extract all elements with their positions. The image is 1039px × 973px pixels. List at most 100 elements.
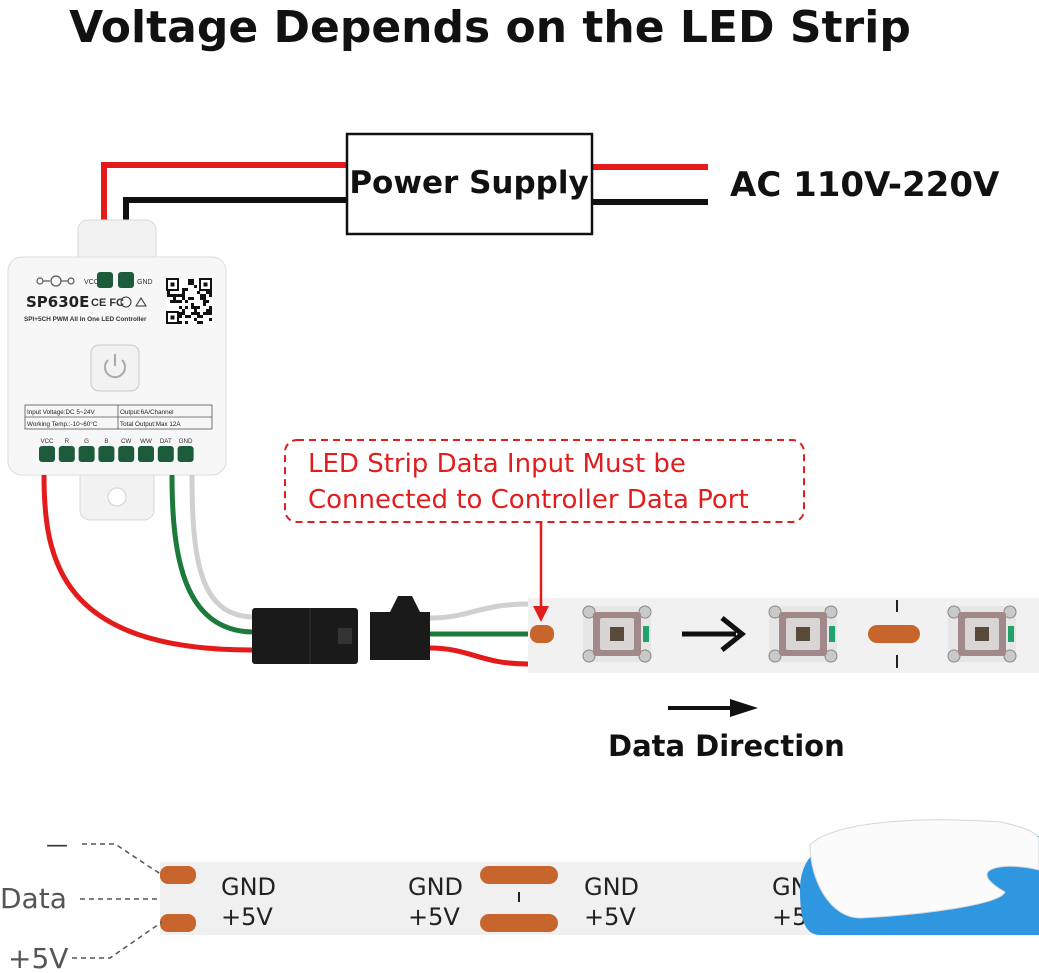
port-terminal	[118, 446, 135, 462]
qr-module	[197, 291, 200, 294]
led-solder-point	[824, 649, 838, 663]
led-chip	[768, 605, 838, 663]
qr-module	[203, 300, 206, 303]
jst-connector	[252, 596, 430, 664]
qr-module	[206, 312, 209, 315]
qr-module	[197, 315, 200, 318]
qr-module	[176, 300, 179, 303]
connector-female	[252, 608, 358, 664]
port-label: DAT	[160, 438, 172, 445]
qr-finder-core	[170, 315, 175, 320]
qr-module	[188, 315, 191, 318]
qr-module	[182, 288, 185, 291]
port-terminal	[58, 446, 75, 462]
port-terminal	[39, 446, 55, 462]
data-direction-label: Data Direction	[608, 729, 845, 763]
qr-module	[182, 294, 185, 297]
vcc-terminal	[97, 272, 113, 288]
qr-module	[182, 291, 185, 294]
callout-arrow-icon	[533, 606, 549, 622]
qr-module	[182, 297, 185, 300]
dc-polarity-icon	[36, 275, 75, 287]
led-solder-point	[1003, 605, 1017, 619]
side-label-data: Data	[0, 882, 67, 915]
pad-label-5v-2: +5V	[408, 903, 460, 931]
port-terminal	[157, 446, 174, 462]
qr-module	[170, 300, 173, 303]
data-direction-arrow-icon	[668, 699, 758, 717]
qr-module	[173, 297, 176, 300]
diagram-title: Voltage Depends on the LED Strip	[69, 2, 911, 53]
strip-pad	[480, 866, 558, 884]
data-port-callout: LED Strip Data Input Must be Connected t…	[284, 439, 805, 622]
mount-hole	[107, 487, 127, 507]
qr-module	[170, 294, 173, 297]
ac-input-label: AC 110V-220V	[730, 165, 1000, 205]
qr-module	[173, 294, 176, 297]
port-terminal	[98, 446, 115, 462]
pad-label-gnd-1: GND	[221, 873, 276, 901]
port-label: WW	[140, 438, 152, 445]
gnd-port-label: GND	[137, 279, 153, 286]
data-input-pad	[530, 625, 554, 643]
red-wire-strip-vcc	[41, 474, 253, 653]
qr-module	[191, 303, 194, 306]
qr-module	[179, 312, 182, 315]
qr-module	[182, 309, 185, 312]
qr-module	[179, 294, 182, 297]
power-button[interactable]	[90, 344, 140, 392]
qr-module	[194, 306, 197, 309]
led-solder-point	[582, 649, 596, 663]
led-die	[610, 627, 624, 641]
qr-module	[185, 306, 188, 309]
qr-module	[188, 282, 191, 285]
controller: VCC GND SP630E CE FC SPI+5CH PWM All In …	[7, 219, 227, 521]
power-supply-label: Power Supply	[349, 165, 588, 201]
led-solder-point	[1003, 649, 1017, 663]
qr-module	[206, 300, 209, 303]
red-wire-to-strip	[429, 645, 529, 667]
led-solder-point	[768, 605, 782, 619]
controller-subtitle: SPI+5CH PWM All In One LED Controller	[24, 316, 147, 323]
qr-module	[194, 318, 197, 321]
connector-male	[370, 596, 430, 660]
spec-working-temp: Working Temp.:-10~60°C	[27, 420, 98, 428]
qr-module	[200, 297, 203, 300]
qr-module	[191, 312, 194, 315]
port-terminal	[177, 446, 194, 462]
green-wire-strip-data	[169, 474, 253, 635]
strip-pad	[160, 866, 196, 884]
qr-module	[197, 312, 200, 315]
qr-module	[209, 306, 212, 309]
qr-module	[179, 306, 182, 309]
qr-module	[191, 306, 194, 309]
led-die	[975, 627, 989, 641]
led-solder-point	[947, 605, 961, 619]
led-solder-point	[947, 649, 961, 663]
qr-module	[203, 294, 206, 297]
led-solder-point	[638, 649, 652, 663]
qr-module	[209, 309, 212, 312]
qr-finder-core	[203, 282, 208, 287]
qr-module	[209, 318, 212, 321]
port-label: GND	[179, 438, 193, 445]
side-label-minus: —	[46, 833, 68, 858]
port-label: R	[65, 438, 70, 445]
qr-module	[182, 312, 185, 315]
qr-module	[167, 294, 170, 297]
adhesive-liner	[809, 819, 1039, 919]
qr-module	[191, 279, 194, 282]
qr-module	[197, 306, 200, 309]
qr-module	[209, 294, 212, 297]
port-terminal	[78, 446, 95, 462]
qr-module	[185, 321, 188, 324]
qr-module	[209, 291, 212, 294]
qr-module	[200, 315, 203, 318]
qr-module	[203, 312, 206, 315]
qr-module	[206, 291, 209, 294]
qr-module	[206, 309, 209, 312]
callout-line-2: Connected to Controller Data Port	[308, 485, 749, 515]
led-solder-point	[638, 605, 652, 619]
